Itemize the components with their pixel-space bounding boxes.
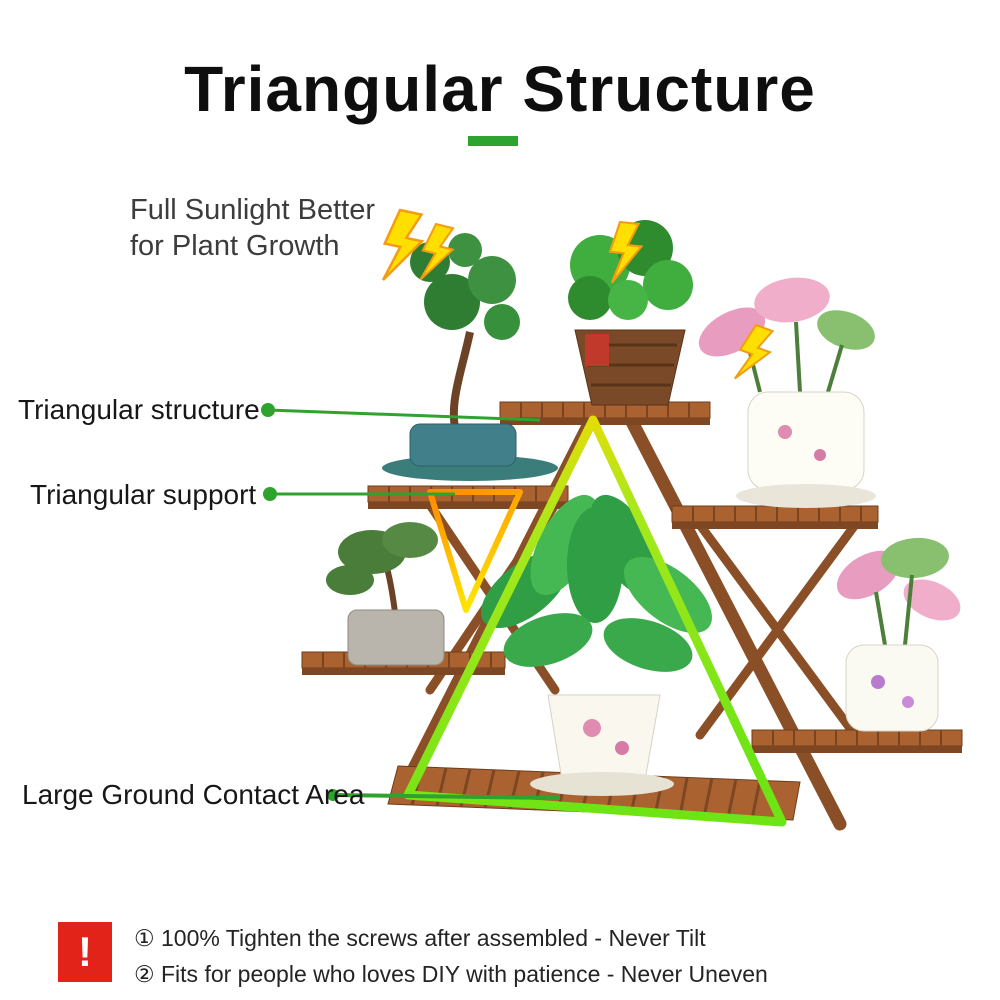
title-accent-dash <box>468 136 518 146</box>
page-title: Triangular Structure <box>184 53 816 125</box>
right-lower-plant <box>836 537 961 732</box>
callout-triangular-support: Triangular support <box>30 479 257 510</box>
small-triangle-annotation <box>427 489 523 613</box>
callout-ground-contact: Large Ground Contact Area <box>22 779 365 810</box>
sunlight-caption: Full Sunlight Better for Plant Growth <box>130 192 375 265</box>
warning-badge: ! <box>58 922 112 982</box>
bonsai-plant <box>382 233 558 481</box>
assembly-note-1: ① 100% Tighten the screws after assemble… <box>134 925 706 951</box>
large-triangle-annotation <box>403 415 787 827</box>
shelf-top <box>499 401 711 425</box>
callout-leader-lines <box>261 403 561 801</box>
assembly-note-2: ② Fits for people who loves DIY with pat… <box>134 961 768 987</box>
shelf-mid-right <box>671 505 879 529</box>
sunlight-caption-line2: for Plant Growth <box>130 230 340 263</box>
sunlight-caption-line1: Full Sunlight Better <box>130 194 376 226</box>
right-upper-plant <box>698 277 876 508</box>
left-lower-plant <box>326 522 445 666</box>
callout-triangular-structure: Triangular structure <box>18 394 260 425</box>
exclamation-icon: ! <box>78 928 92 975</box>
shelf-low-right <box>751 729 963 753</box>
